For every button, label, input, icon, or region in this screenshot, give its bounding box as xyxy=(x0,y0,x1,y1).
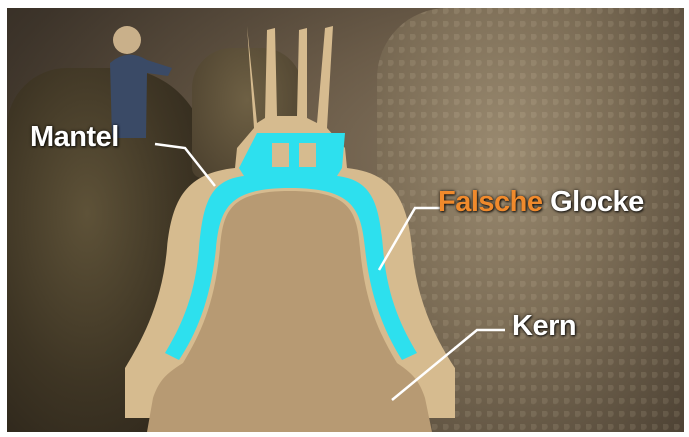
bell-cross-section xyxy=(7,8,684,432)
mantel-label: Mantel xyxy=(30,123,119,152)
falsche-word: Falsche xyxy=(438,186,543,218)
crown-opening-right xyxy=(299,143,316,167)
crown-opening-left xyxy=(272,143,289,167)
glocke-word: Glocke xyxy=(550,186,644,218)
falsche-glocke-label: Falsche Glocke xyxy=(438,188,644,217)
diagram-frame: Mantel Falsche Glocke Kern xyxy=(7,8,684,432)
kern-label: Kern xyxy=(512,312,576,341)
